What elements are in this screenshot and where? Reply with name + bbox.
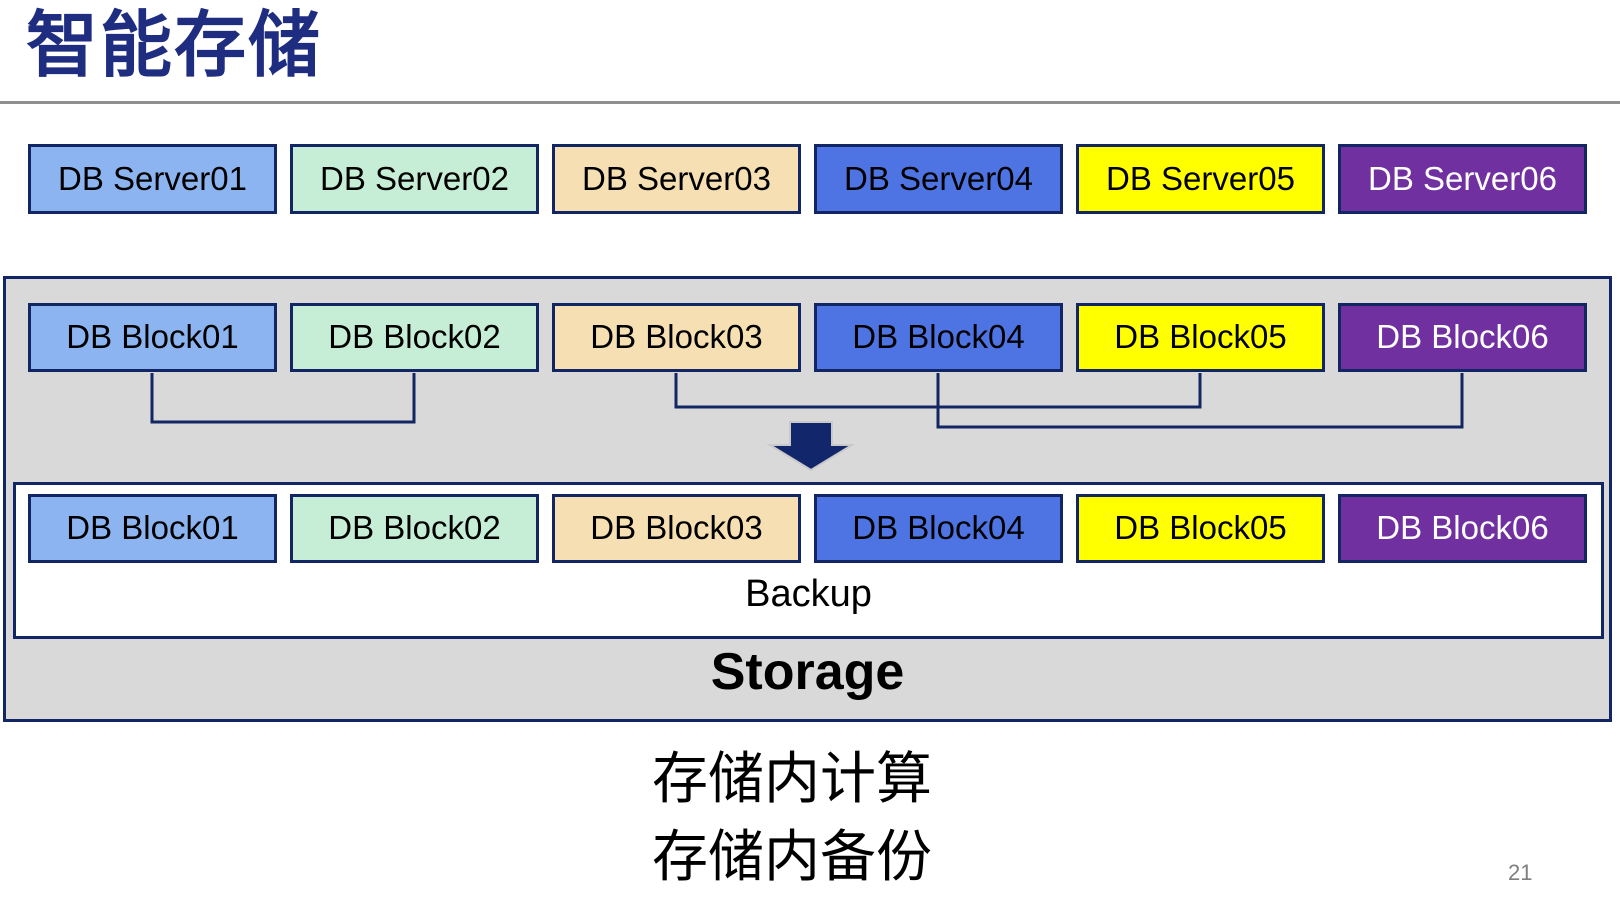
db-server-box-04: DB Server04 <box>814 144 1063 214</box>
backup-db-block-box-03: DB Block03 <box>552 494 801 563</box>
db-block-box-04: DB Block04 <box>814 303 1063 372</box>
annotation-line-1: 存储内计算 <box>652 747 932 810</box>
db-server-box-01: DB Server01 <box>28 144 277 214</box>
db-block-box-06: DB Block06 <box>1338 303 1587 372</box>
annotation-line-2: 存储内备份 <box>652 825 932 888</box>
db-block-box-03: DB Block03 <box>552 303 801 372</box>
db-block-box-05: DB Block05 <box>1076 303 1325 372</box>
page-number: 21 <box>1508 860 1533 885</box>
db-server-box-03: DB Server03 <box>552 144 801 214</box>
db-block-box-01: DB Block01 <box>28 303 277 372</box>
backup-label: Backup <box>745 573 872 615</box>
title-divider <box>0 101 1620 104</box>
db-server-box-05: DB Server05 <box>1076 144 1325 214</box>
backup-db-block-box-04: DB Block04 <box>814 494 1063 563</box>
storage-label: Storage <box>710 643 905 701</box>
backup-db-block-box-01: DB Block01 <box>28 494 277 563</box>
db-block-box-02: DB Block02 <box>290 303 539 372</box>
db-server-box-02: DB Server02 <box>290 144 539 214</box>
page-title: 智能存储 <box>26 6 323 86</box>
db-server-box-06: DB Server06 <box>1338 144 1587 214</box>
backup-db-block-box-06: DB Block06 <box>1338 494 1587 563</box>
backup-db-block-box-05: DB Block05 <box>1076 494 1325 563</box>
backup-db-block-box-02: DB Block02 <box>290 494 539 563</box>
annotation-notes: 存储内计算 存储内备份 <box>652 740 932 896</box>
